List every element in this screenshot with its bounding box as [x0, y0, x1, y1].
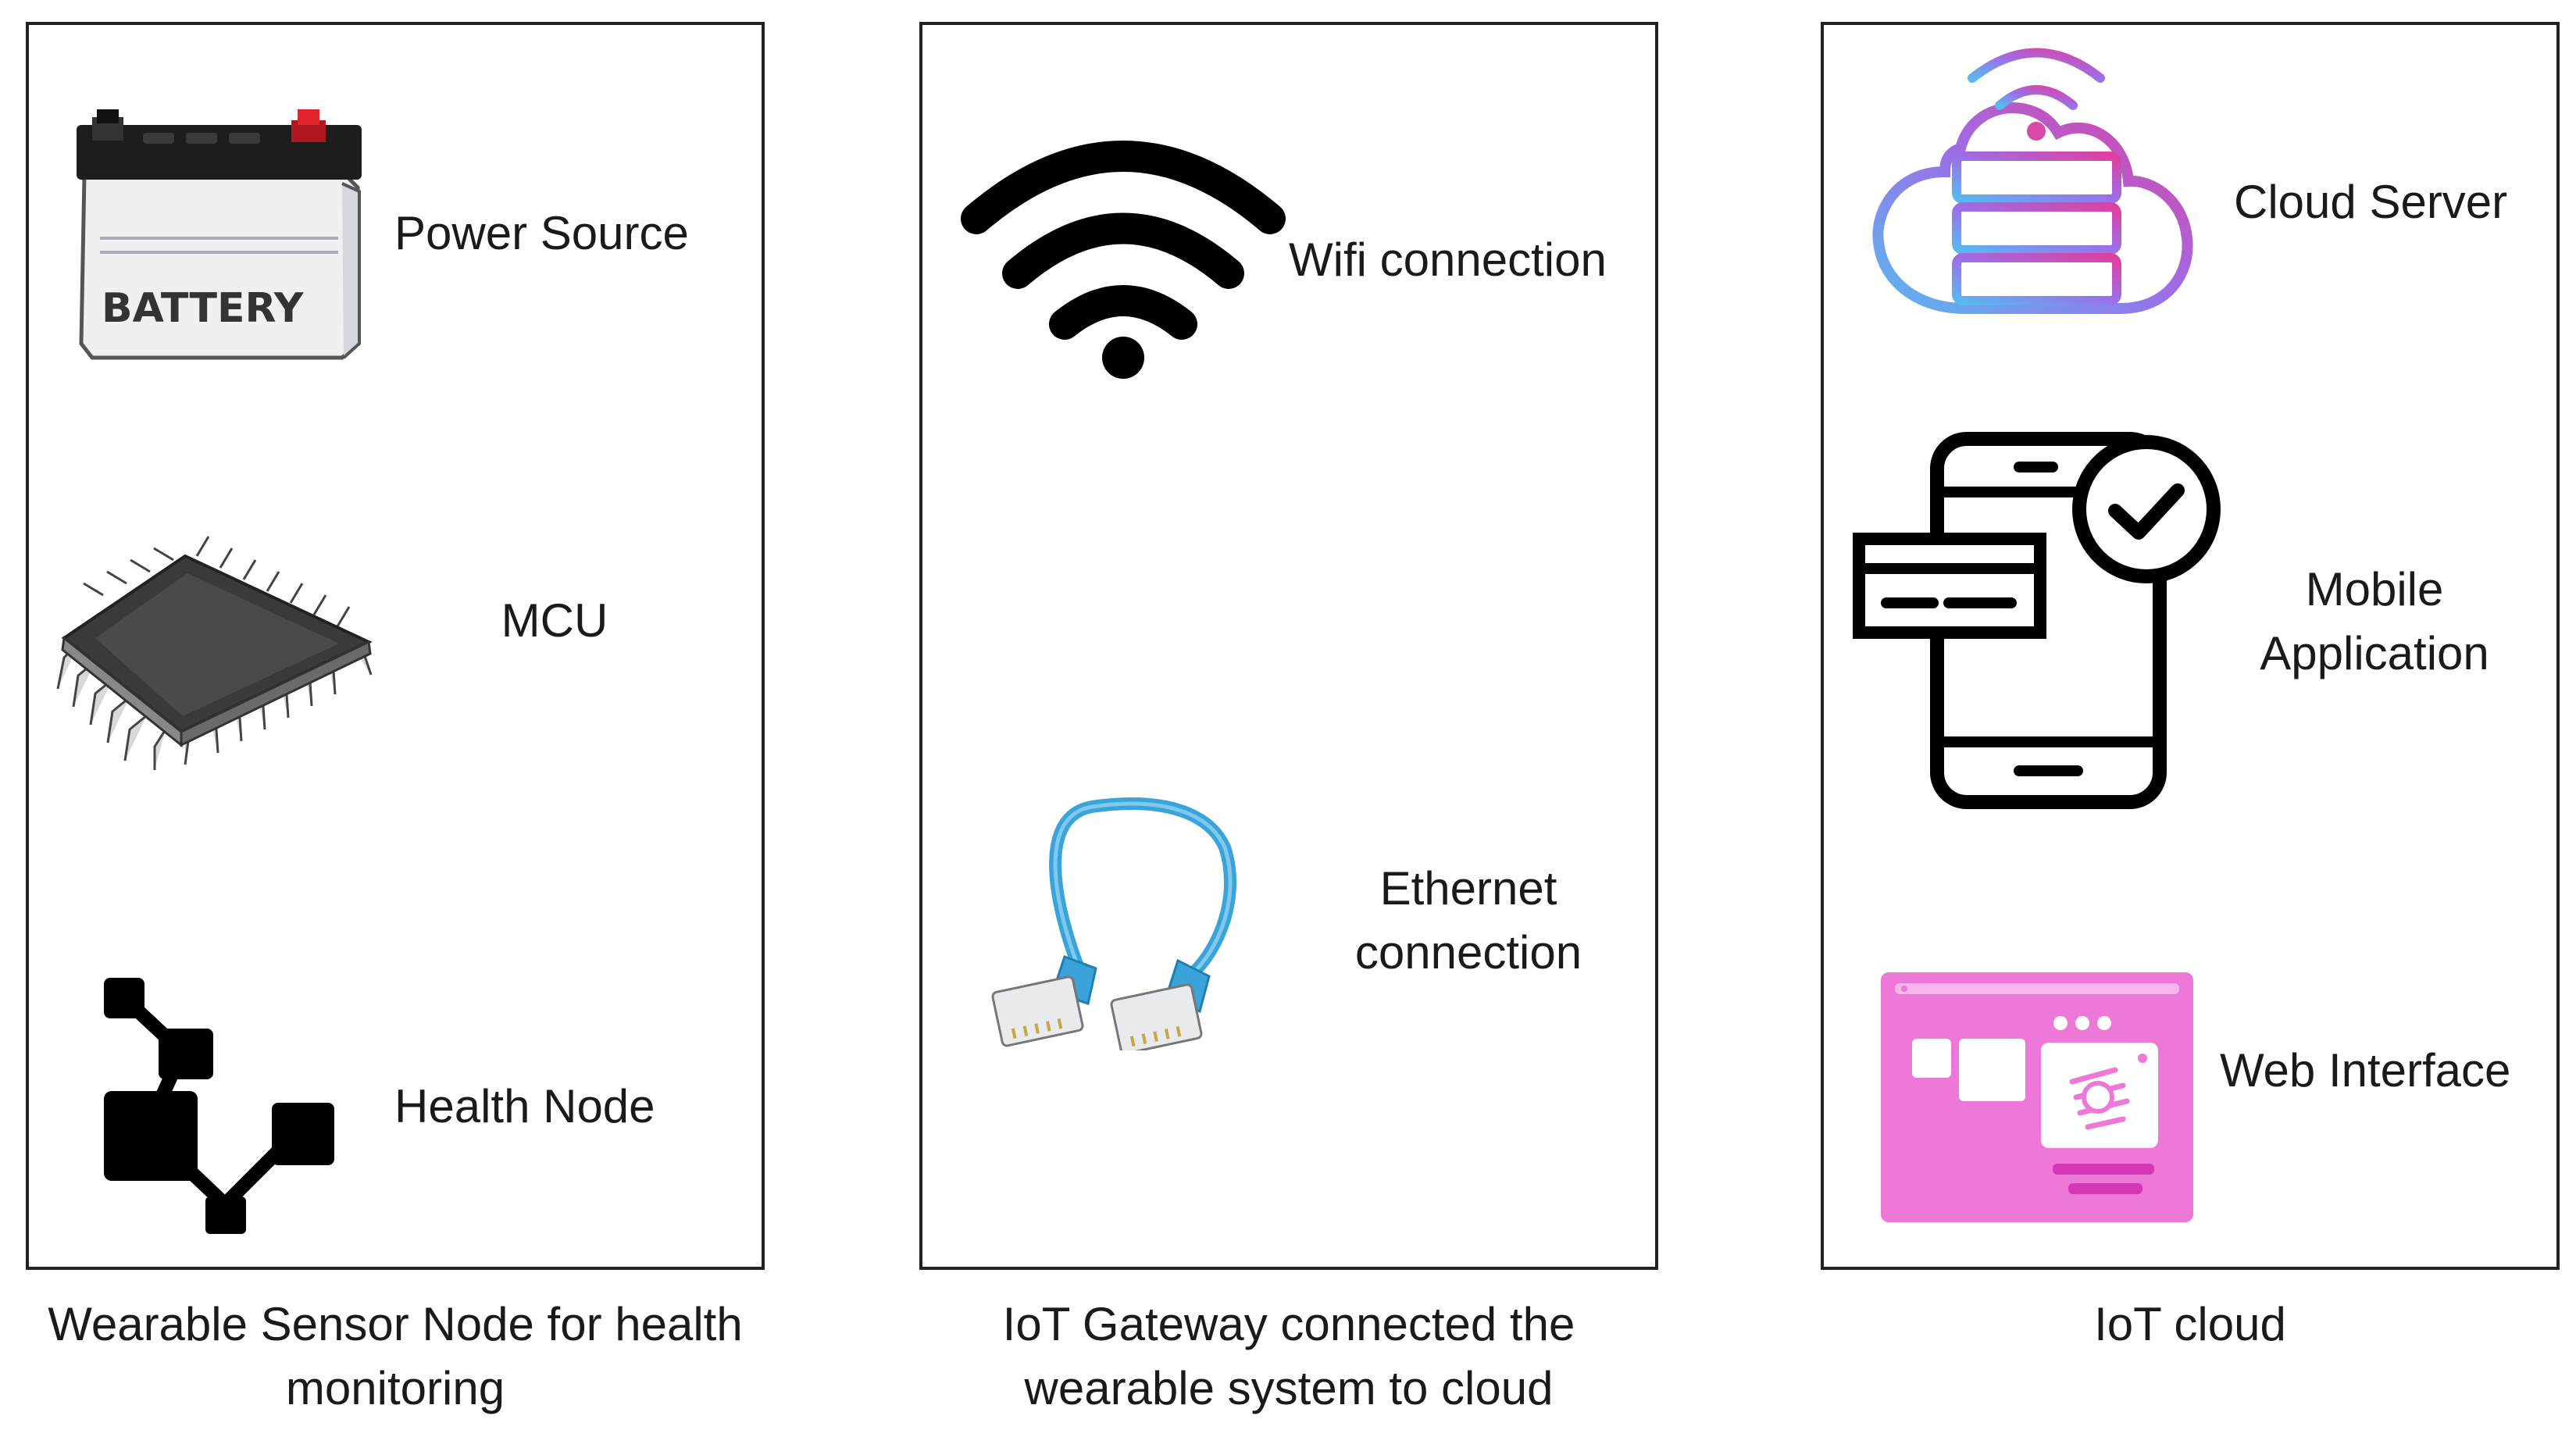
ethernet-connection-label: Ethernet connection [1297, 857, 1640, 985]
mobile-application-label: Mobile Application [2218, 558, 2531, 686]
web-interface-label: Web Interface [2220, 1044, 2511, 1096]
battery-icon: BATTERY [77, 109, 362, 360]
power-source-label: Power Source [394, 207, 689, 259]
mcu-label: MCU [501, 594, 608, 647]
cloud-server-label: Cloud Server [2234, 176, 2508, 228]
web-interface-icon [1881, 972, 2193, 1222]
mobile-label-line2: Application [2260, 627, 2489, 679]
node-graph-icon [104, 978, 334, 1234]
ethernet-label-line2: connection [1354, 926, 1582, 979]
battery-text: BATTERY [102, 285, 305, 332]
health-node-label: Health Node [394, 1080, 655, 1132]
sensor-node-caption-line1: Wearable Sensor Node for health [48, 1298, 743, 1350]
chip-icon [56, 536, 373, 770]
sensor-node-caption-line2: monitoring [285, 1362, 505, 1414]
ethernet-label-line1: Ethernet [1379, 862, 1557, 915]
cloud-caption-line1: IoT cloud [2094, 1298, 2286, 1350]
gateway-caption-line1: IoT Gateway connected the [1002, 1298, 1575, 1350]
wifi-connection-label: Wifi connection [1289, 234, 1607, 286]
gateway-caption-line2: wearable system to cloud [1024, 1362, 1554, 1414]
gateway-caption: IoT Gateway connected the wearable syste… [890, 1293, 1687, 1421]
cloud-server-icon [1872, 48, 2193, 314]
mobile-app-icon [1853, 432, 2221, 809]
gateway-panel [919, 22, 1658, 1270]
cloud-caption: IoT cloud [1821, 1293, 2560, 1357]
wifi-icon [961, 141, 1286, 379]
sensor-node-caption: Wearable Sensor Node for health monitori… [0, 1293, 790, 1421]
mobile-label-line1: Mobile [2305, 563, 2444, 615]
ethernet-cable-icon [991, 797, 1236, 1050]
